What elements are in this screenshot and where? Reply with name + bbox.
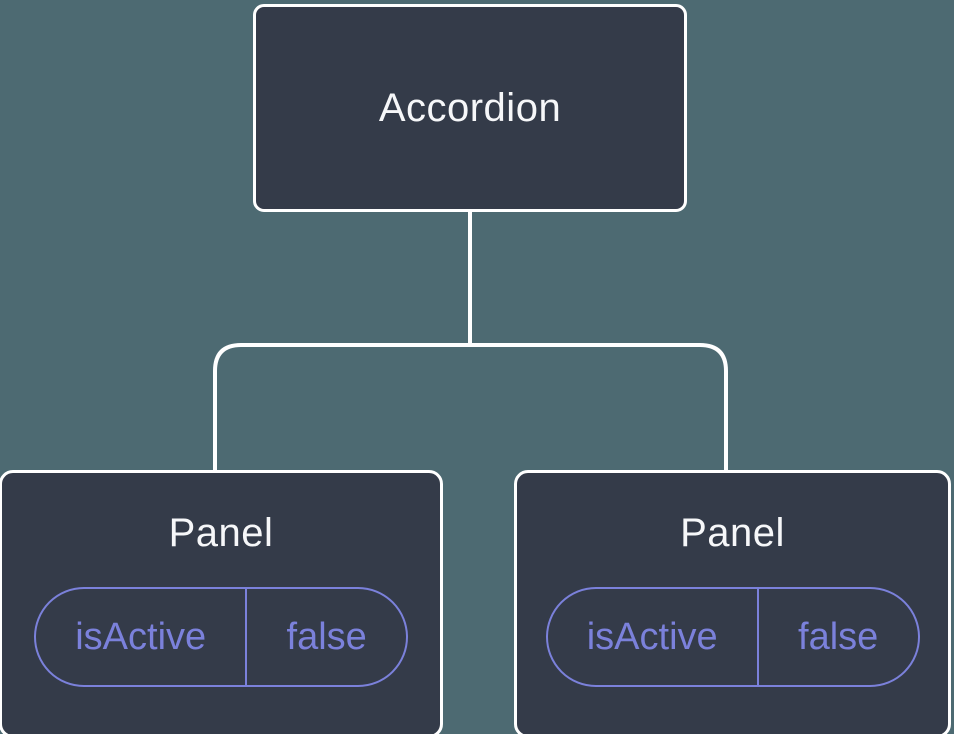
state-value-label: false	[286, 615, 367, 658]
state-value-label: false	[798, 615, 879, 658]
state-pill: isActive false	[545, 587, 920, 687]
state-name-label: isActive	[36, 589, 248, 685]
tree-node-panel-left: Panel isActive false	[0, 470, 443, 734]
accordion-node-label: Accordion	[378, 86, 562, 130]
panel-node-label: Panel	[680, 511, 785, 555]
tree-node-panel-right: Panel isActive false	[514, 470, 951, 734]
panel-node-label: Panel	[168, 511, 274, 555]
connector-children-bracket	[213, 343, 728, 472]
state-name-label: isActive	[548, 589, 759, 685]
tree-node-accordion: Accordion	[253, 4, 687, 212]
state-pill: isActive false	[34, 587, 408, 687]
